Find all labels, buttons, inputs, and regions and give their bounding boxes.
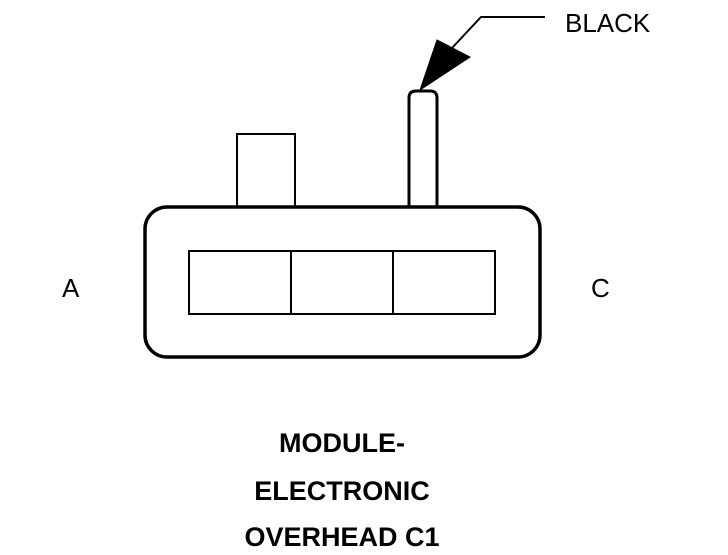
polarizing-key xyxy=(407,89,439,208)
cavity-row xyxy=(188,250,496,315)
caption-line-3: OVERHEAD C1 xyxy=(244,522,440,552)
caption-line-2: ELECTRONIC xyxy=(254,476,430,506)
pin-label-c: C xyxy=(591,273,610,303)
cavity-a xyxy=(188,250,292,315)
color-callout-label: BLACK xyxy=(565,8,651,38)
cavity-c xyxy=(392,250,496,315)
callout-leader-line xyxy=(451,16,545,49)
cavity-b xyxy=(290,250,394,315)
pin-label-a: A xyxy=(62,273,80,303)
caption-line-1: MODULE- xyxy=(279,428,405,458)
locking-tab xyxy=(236,133,296,209)
callout-arrowhead xyxy=(419,39,471,92)
